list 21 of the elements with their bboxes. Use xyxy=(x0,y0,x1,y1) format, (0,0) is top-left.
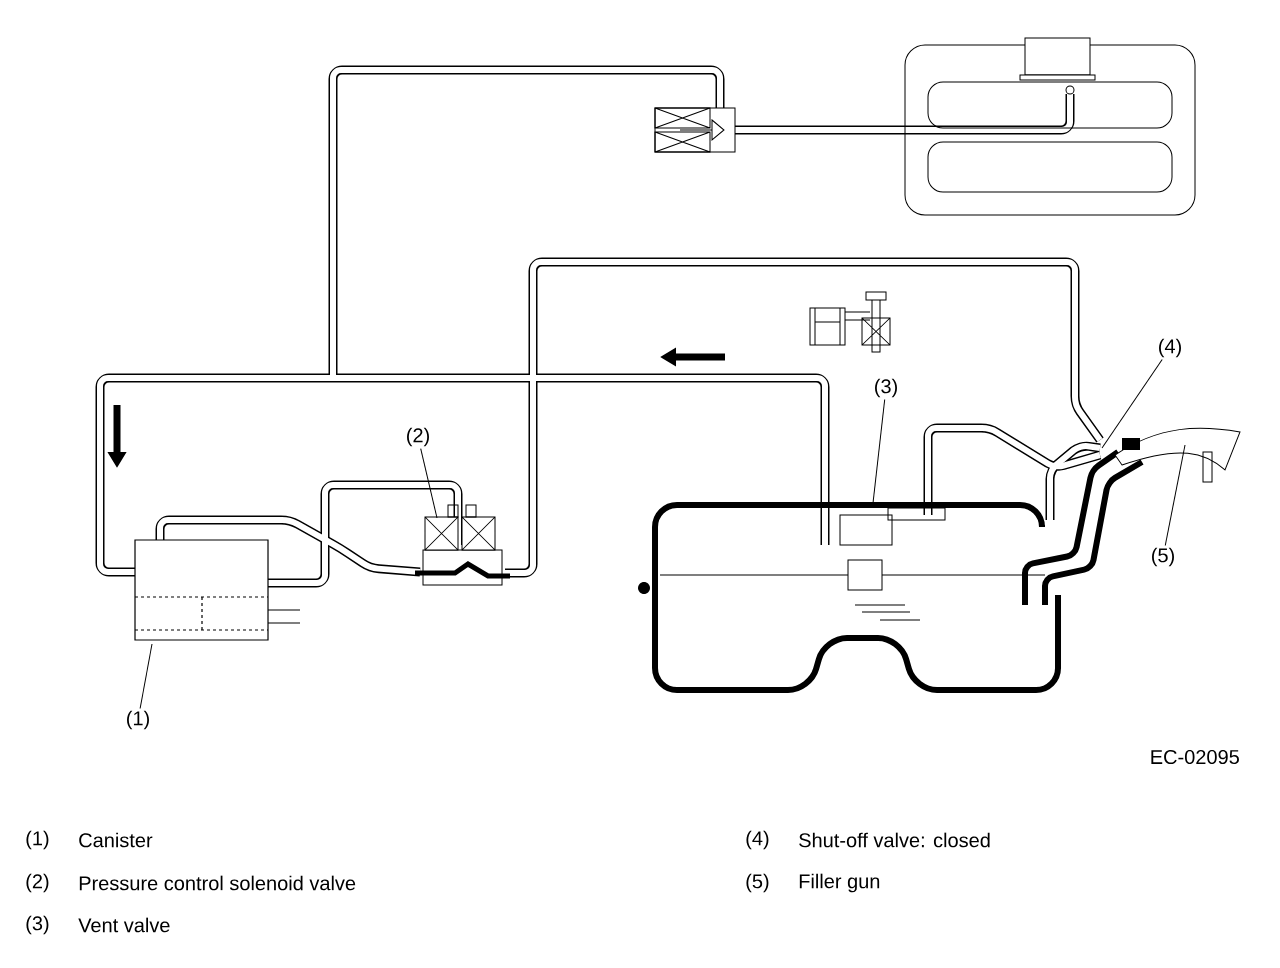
leader-line xyxy=(1164,444,1186,546)
legend-text: Canister xyxy=(79,832,153,848)
legend-number: (4) xyxy=(746,830,769,850)
drawing-number: EC-02095 xyxy=(1151,749,1239,765)
leader-line xyxy=(1101,359,1163,449)
legend-number: (2) xyxy=(26,873,49,893)
leader-line xyxy=(139,643,153,709)
legend-number: (5) xyxy=(746,873,769,893)
callout-number: (4) xyxy=(1159,338,1181,358)
callout-number: (1) xyxy=(127,710,149,730)
callout-number: (2) xyxy=(407,427,429,447)
callout-number: (5) xyxy=(1152,547,1174,567)
legend-text: Vent valve xyxy=(78,917,170,933)
callout-number: (3) xyxy=(875,378,897,398)
legend-number: (1) xyxy=(26,830,49,850)
legend-number: (3) xyxy=(26,915,49,935)
leader-line xyxy=(872,399,886,504)
leader-line xyxy=(420,448,438,519)
legend-text: Pressure control solenoid valve xyxy=(79,875,356,891)
legend-text: Shut-off valve: closed xyxy=(799,832,990,848)
legend-text: Filler gun xyxy=(799,873,880,893)
